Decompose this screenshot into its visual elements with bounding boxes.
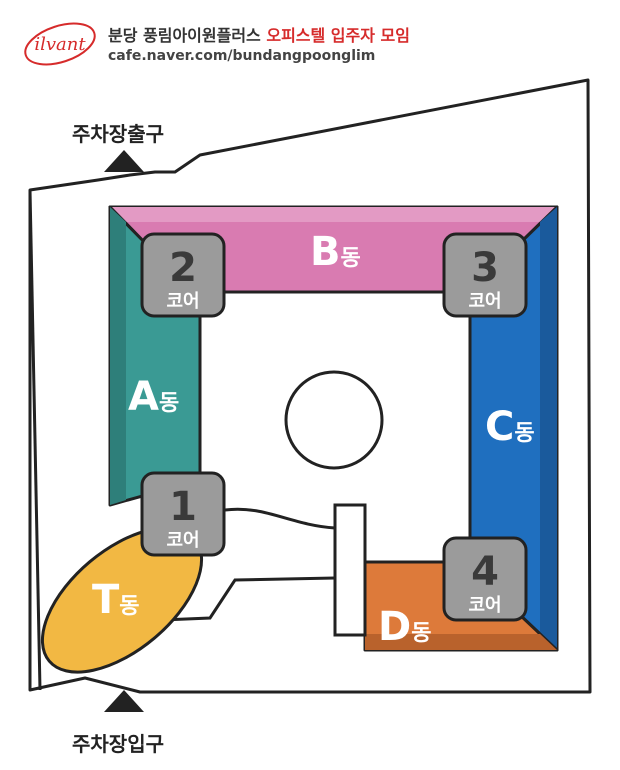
header-title-complex: 분당 풍림아이원플러스 <box>108 26 261 45</box>
core-4: 4 코어 <box>442 536 528 622</box>
parking-exit-label: 주차장출구 <box>72 122 164 146</box>
core-4-number: 4 <box>471 549 499 595</box>
parking-entrance-label: 주차장입구 <box>72 732 164 756</box>
walkway-gate <box>333 503 367 637</box>
logo-text: ilvant <box>34 34 86 55</box>
core-2-label: 코어 <box>166 291 199 312</box>
header-title-community: 오피스텔 입주자 모임 <box>266 26 410 45</box>
building-c-face <box>540 207 557 650</box>
core-4-label: 코어 <box>468 595 501 616</box>
core-3-label: 코어 <box>468 291 501 312</box>
core-2: 2 코어 <box>140 232 226 318</box>
building-d-face <box>365 615 557 650</box>
core-1: 1 코어 <box>140 471 226 557</box>
building-t-label: T동 <box>92 577 140 623</box>
core-3-number: 3 <box>471 245 499 291</box>
header-url[interactable]: cafe.naver.com/bundangpoonglim <box>108 48 376 64</box>
core-2-number: 2 <box>169 245 197 291</box>
building-d-label: D동 <box>378 604 431 650</box>
walkway-upper <box>224 507 336 530</box>
parking-exit-arrow <box>104 150 144 172</box>
building-b-label: B동 <box>310 229 361 275</box>
walkway-lower <box>161 576 336 622</box>
building-a-face <box>110 207 126 505</box>
building-b-face <box>110 207 557 222</box>
building-c-label: C동 <box>485 404 535 450</box>
header-title: 분당 풍림아이원플러스 오피스텔 입주자 모임 <box>108 22 410 46</box>
core-1-number: 1 <box>169 484 197 530</box>
courtyard-circle <box>284 370 384 470</box>
ivant-logo: ilvant <box>24 22 96 66</box>
building-a-label: A동 <box>128 374 179 420</box>
core-1-label: 코어 <box>166 530 199 551</box>
parking-entrance-arrow <box>104 690 144 712</box>
core-3: 3 코어 <box>442 232 528 318</box>
